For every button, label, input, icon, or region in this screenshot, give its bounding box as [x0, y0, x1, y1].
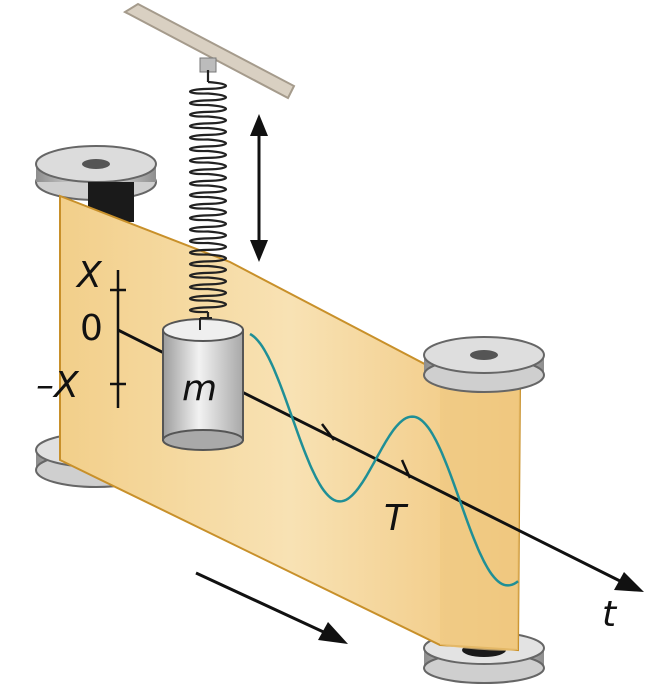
mass-label: m — [182, 368, 217, 409]
paper-strip — [59, 194, 522, 652]
period-tick — [400, 459, 412, 479]
time-axis-label: t — [602, 594, 618, 635]
double-headed-vertical-arrow-icon — [250, 114, 268, 262]
right-down-arrow-icon — [195, 571, 348, 644]
amplitude-scale — [110, 270, 126, 408]
sine-trace — [249, 332, 519, 587]
amplitude-negative-label: –X — [36, 365, 80, 406]
mass-block — [162, 317, 244, 451]
quarter-period-tick — [321, 423, 335, 441]
ceiling-plate — [122, 2, 296, 100]
zero-label: 0 — [80, 308, 103, 349]
right-top-roller — [423, 336, 545, 393]
period-label: T — [384, 498, 409, 539]
amplitude-positive-label: X — [75, 255, 103, 296]
